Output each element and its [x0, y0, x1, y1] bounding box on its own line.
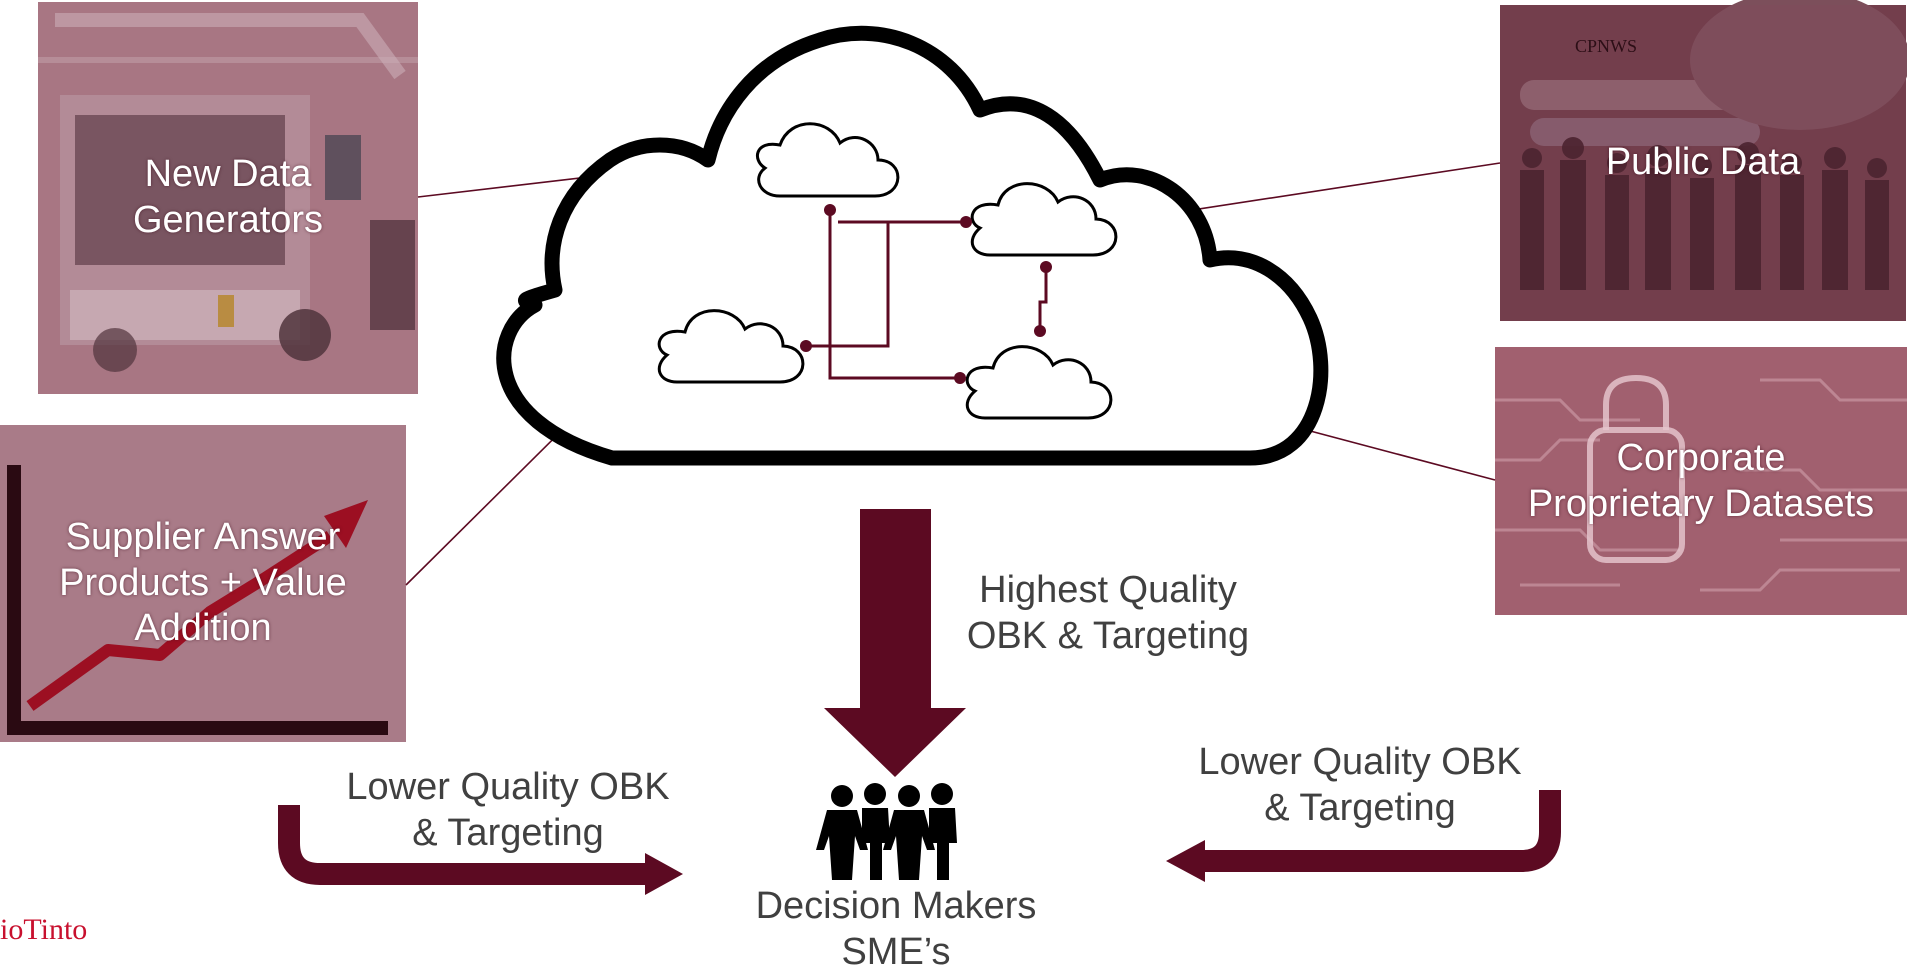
label-lower-quality-left: Lower Quality OBK & Targeting — [346, 766, 670, 854]
cloud-network-nodes — [800, 204, 1052, 384]
label-highest-quality: Highest Quality OBK & Targeting — [966, 569, 1250, 657]
big-down-arrow — [824, 509, 966, 777]
growth-arrow-line — [26, 530, 334, 711]
cloud-network — [806, 210, 1048, 380]
right-flow-arrow — [1166, 790, 1561, 882]
small-clouds — [657, 122, 1118, 420]
public-data-panel: CPNWS — [1500, 0, 1907, 321]
small-cloud-icon — [755, 122, 900, 198]
label-decision-makers: Decision Makers SME’s — [755, 885, 1037, 973]
new-data-generators-panel — [38, 2, 418, 394]
label-lower-quality-right: Lower Quality OBK & Targeting — [1198, 741, 1522, 829]
small-cloud-icon — [970, 182, 1118, 257]
label-corporate-datasets: Corporate Proprietary Datasets — [1527, 437, 1875, 525]
growth-arrow-head — [324, 500, 368, 548]
main-cloud-icon — [496, 25, 1329, 466]
rio-tinto-logo: ioTinto — [0, 913, 87, 946]
people-icon — [816, 783, 957, 880]
label-supplier-products: Supplier Answer Products + Value Additio… — [59, 516, 347, 650]
left-flow-arrow — [278, 805, 683, 895]
padlock-body — [1587, 427, 1685, 563]
label-new-data-generators: New Data Generators — [132, 153, 324, 241]
supplier-panel — [0, 425, 406, 742]
small-cloud-icon — [965, 345, 1113, 420]
label-public-data: Public Data — [1605, 141, 1801, 183]
small-cloud-icon — [657, 309, 805, 384]
corporate-datasets-panel — [1495, 347, 1907, 615]
photo-caption: CPNWS — [1575, 36, 1637, 56]
padlock-shackle — [1603, 374, 1669, 430]
